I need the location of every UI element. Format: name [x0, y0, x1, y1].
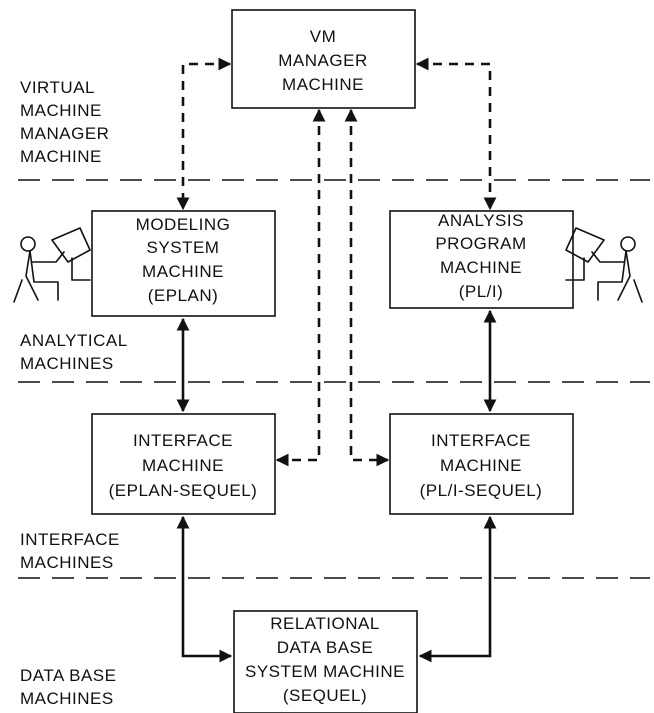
layer-label-line: VIRTUAL [20, 78, 95, 97]
layer-label-analytical: ANALYTICAL MACHINES [20, 331, 128, 373]
box-label-line: (SEQUEL) [283, 686, 367, 705]
vm-manager-machine-box: VM MANAGER MACHINE [231, 9, 416, 109]
layer-label-line: INTERFACE [20, 530, 120, 549]
box-label-line: INTERFACE [431, 431, 531, 450]
box-label-line: (PL/I) [459, 282, 504, 301]
dashed-connector-vm-to-interface-pli [344, 108, 390, 467]
box-label-line: RELATIONAL [270, 614, 380, 633]
layer-label-database: DATA BASE MACHINES [20, 666, 116, 708]
layer-label-line: ANALYTICAL [20, 331, 128, 350]
relational-data-base-system-machine-box: RELATIONAL DATA BASE SYSTEM MACHINE (SEQ… [233, 610, 418, 713]
box-label-line: MANAGER [278, 51, 367, 70]
layer-label-line: MACHINE [20, 101, 102, 120]
box-label-line: MACHINE [142, 456, 224, 475]
box-label-line: (EPLAN) [148, 286, 219, 305]
user-at-terminal-icon-right [565, 227, 643, 303]
dashed-connector-vm-to-interface-eplan [275, 108, 326, 467]
box-label-line: (EPLAN-SEQUEL) [109, 481, 258, 500]
layer-label-line: MACHINE [20, 147, 102, 166]
solid-connector-interface-eplan-to-database [176, 515, 233, 663]
box-label-line: PROGRAM [435, 234, 526, 253]
box-label-line: SYSTEM [147, 238, 220, 257]
user-at-terminal-icon-left [13, 227, 91, 303]
analysis-program-machine-box: ANALYSIS PROGRAM MACHINE (PL/I) [389, 210, 574, 309]
box-label-line: MACHINE [440, 258, 522, 277]
box-label-line: (PL/I-SEQUEL) [420, 481, 543, 500]
layer-label-line: MACHINES [20, 354, 114, 373]
layer-label-line: MANAGER [20, 124, 109, 143]
interface-machine-eplan-sequel-box: INTERFACE MACHINE (EPLAN-SEQUEL) [91, 413, 276, 515]
box-label-line: MACHINE [142, 262, 224, 281]
box-label-line: DATA BASE [277, 638, 373, 657]
dashed-connector-vm-to-modeling [176, 57, 232, 211]
layer-label-line: MACHINES [20, 689, 114, 708]
modeling-system-machine-box: MODELING SYSTEM MACHINE (EPLAN) [91, 210, 276, 317]
box-label-line: ANALYSIS [438, 211, 524, 230]
box-label-line: MODELING [136, 215, 231, 234]
interface-machine-pli-sequel-box: INTERFACE MACHINE (PL/I-SEQUEL) [389, 413, 574, 515]
box-label-line: MACHINE [440, 456, 522, 475]
dashed-connector-vm-to-analysis [415, 57, 497, 211]
layer-label-interface: INTERFACE MACHINES [20, 530, 120, 572]
layer-label-vm-manager: VIRTUAL MACHINE MANAGER MACHINE [20, 78, 109, 166]
layer-label-line: DATA BASE [20, 666, 116, 685]
box-label-line: VM [310, 27, 337, 46]
box-label-line: INTERFACE [133, 431, 233, 450]
box-label-line: SYSTEM MACHINE [245, 662, 405, 681]
box-label-line: MACHINE [282, 75, 364, 94]
layer-label-line: MACHINES [20, 553, 114, 572]
solid-connector-interface-pli-to-database [418, 515, 497, 663]
